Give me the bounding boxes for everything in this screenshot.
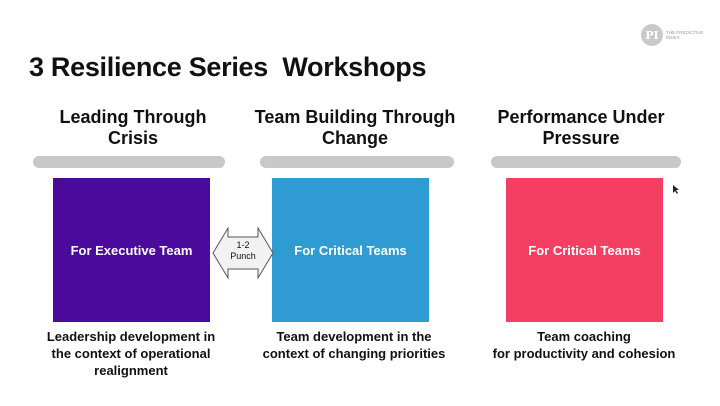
brand-logo: PI THE PREDICTIVE INDEX: [641, 24, 706, 46]
rail-bar-1: [33, 156, 225, 168]
workshop-box-3: For Critical Teams: [506, 178, 663, 322]
workshop-box-2: For Critical Teams: [272, 178, 429, 322]
workshop-box-1: For Executive Team: [53, 178, 210, 322]
workshop-box-label-3: For Critical Teams: [528, 242, 641, 258]
rail-bar-3: [491, 156, 681, 168]
rail-bar-2: [260, 156, 454, 168]
double-arrow-icon: [212, 226, 274, 280]
logo-mark: PI: [641, 24, 663, 46]
workshop-box-label-1: For Executive Team: [70, 242, 193, 258]
slide-title: 3 Resilience Series Workshops: [29, 52, 427, 82]
workshop-box-label-2: For Critical Teams: [294, 242, 407, 258]
mouse-cursor-icon: [673, 185, 679, 194]
logo-text: THE PREDICTIVE INDEX: [666, 30, 704, 40]
